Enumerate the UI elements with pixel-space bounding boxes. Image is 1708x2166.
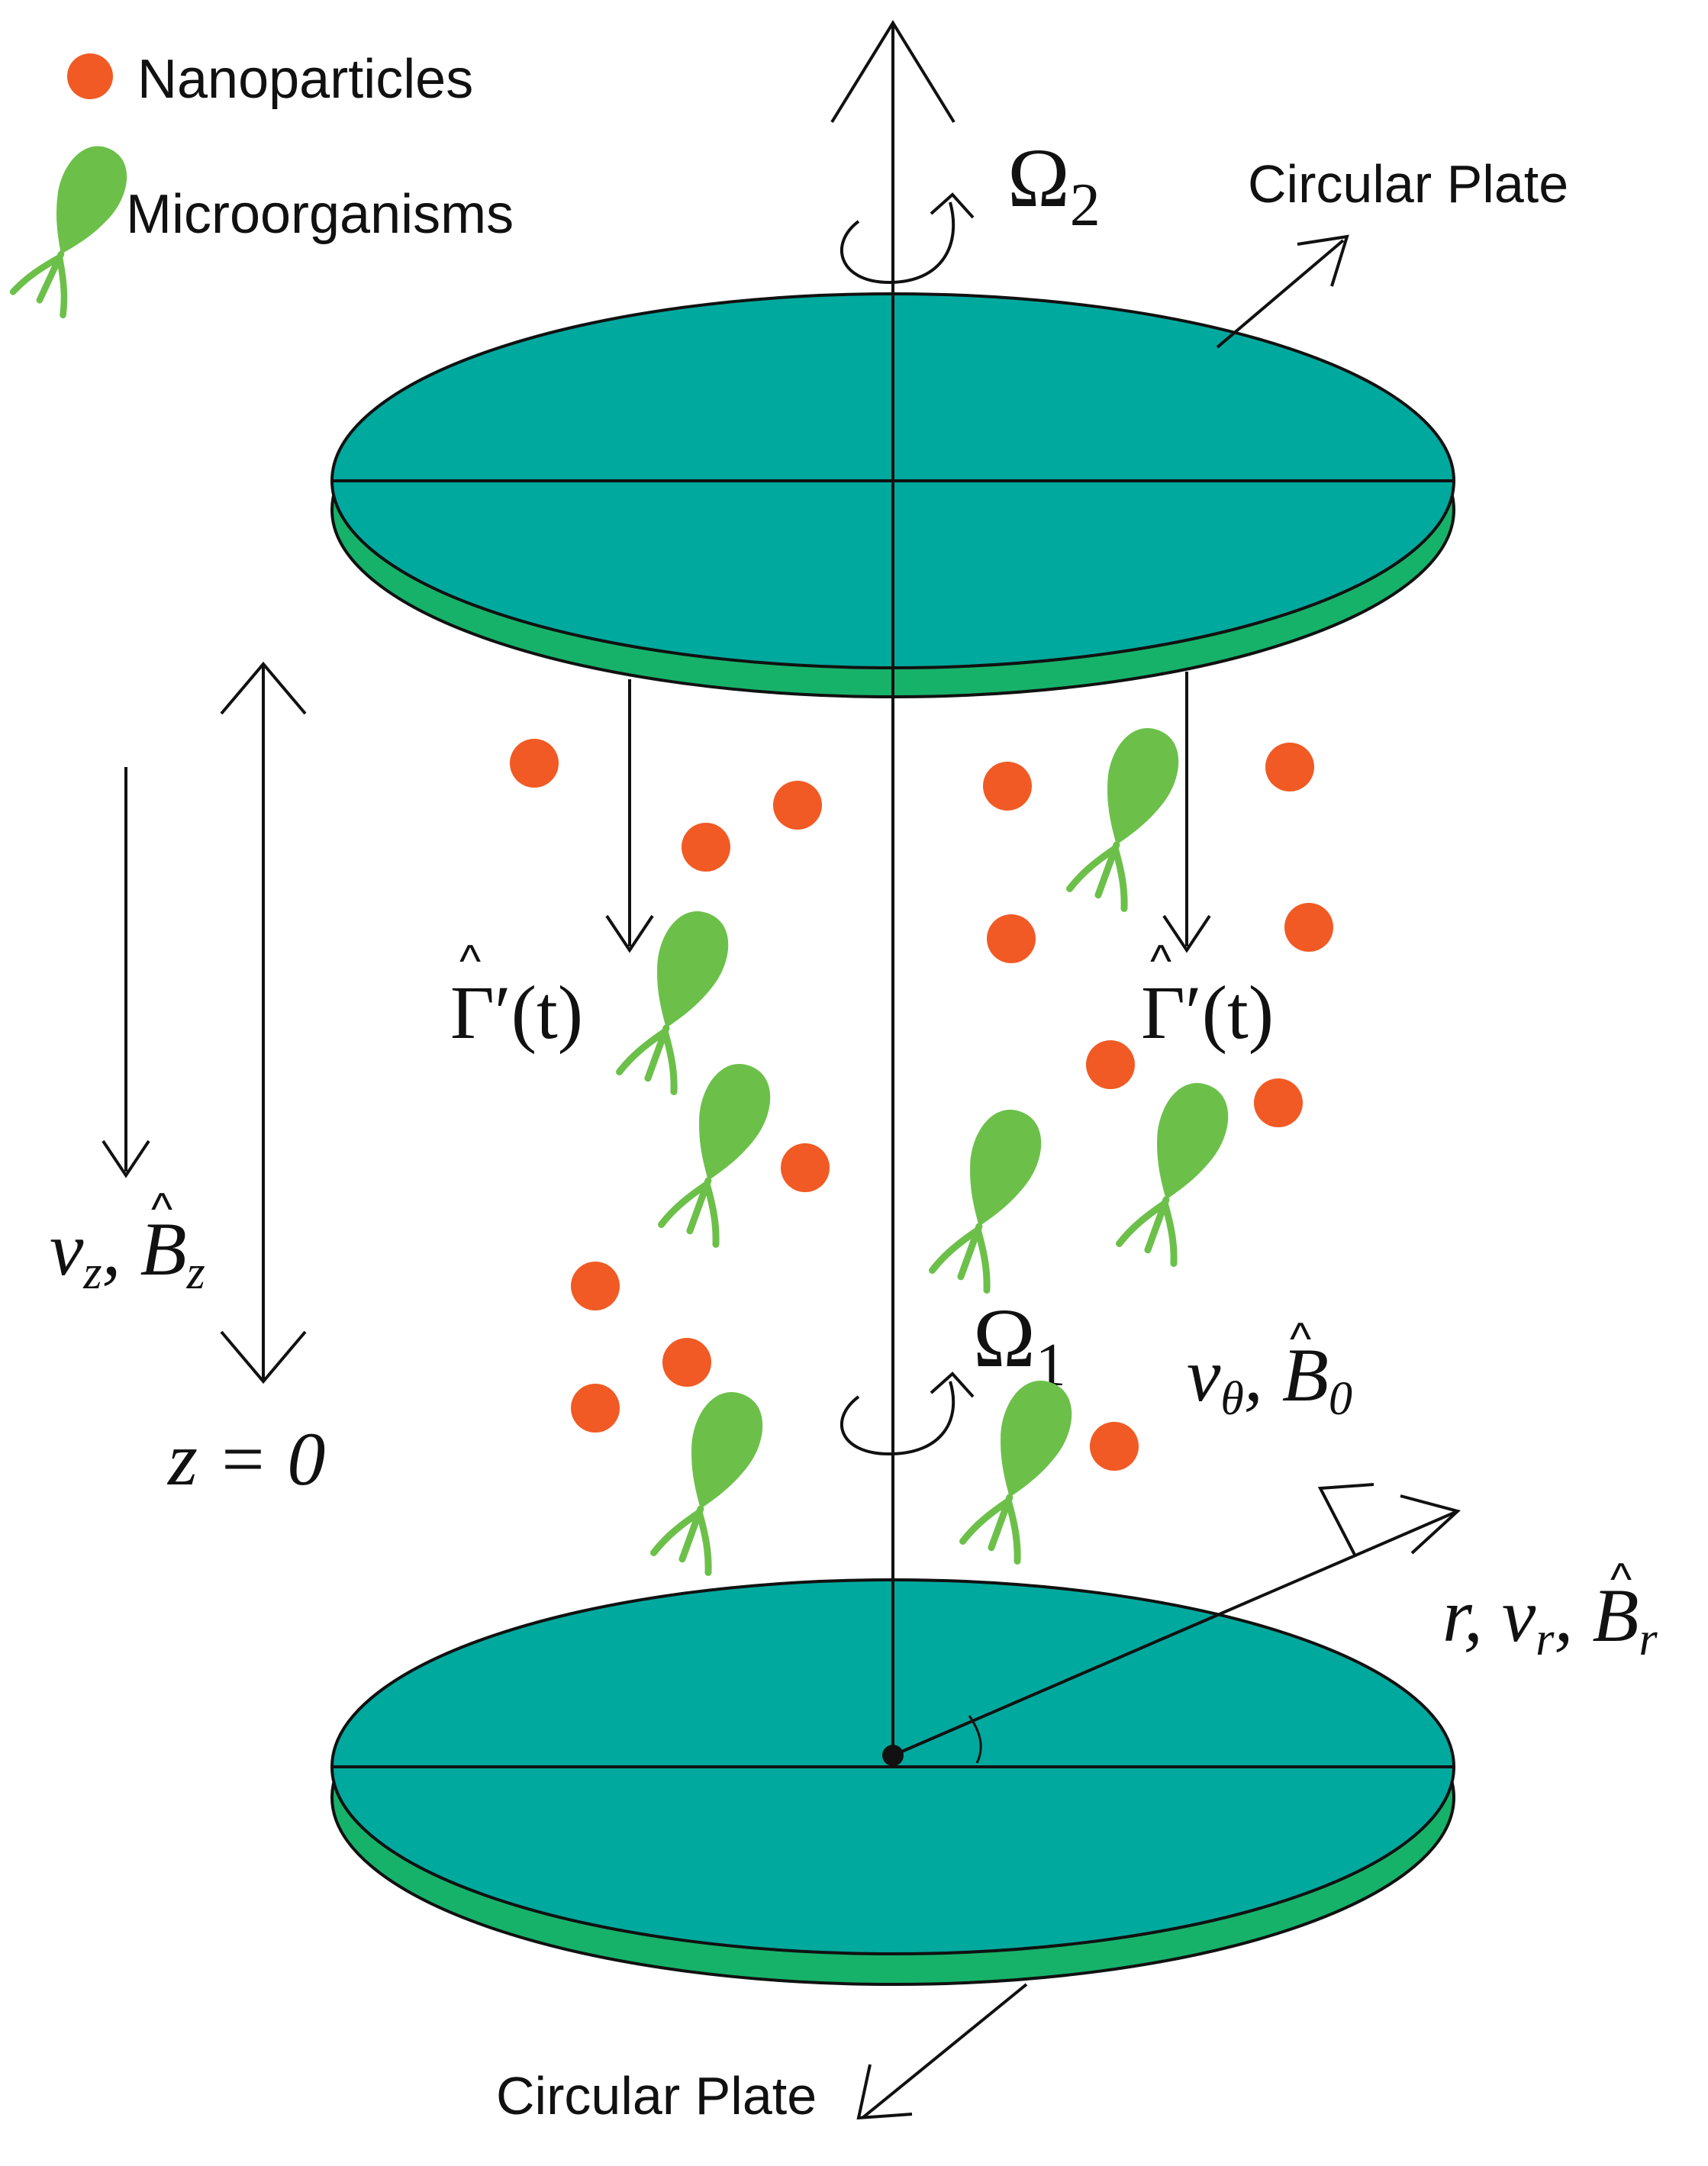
radial-label: r, vr, Br [1442,1573,1658,1665]
nanoparticle [1284,903,1333,952]
azimuthal-velocity-label: vθ, B0 [1187,1333,1352,1425]
nanoparticle [510,739,559,788]
rotation-axis-arrow [830,20,956,1766]
omega-1-rotation-arrow [839,1371,975,1456]
microorganisms-legend-label: Microorganisms [126,184,514,245]
radial-direction-arrow [892,1483,1461,1764]
nanoparticle [1265,743,1314,791]
microorganism [959,1371,1082,1563]
nanoparticle [682,823,730,872]
microorganism [615,902,739,1094]
omega-2-label: Ω2 [1007,131,1101,239]
nanoparticle [571,1384,620,1433]
microorganism [649,1383,773,1575]
top-plate-label: Circular Plate [1248,154,1568,214]
nanoparticle [781,1143,830,1192]
nanoparticle [662,1338,711,1387]
gamma-left-hat: ^ [459,936,481,987]
microorganism-legend-icon [9,136,138,317]
nanoparticles [510,739,1333,1471]
radial-B-hat: ^ [1610,1554,1632,1605]
axial-B-hat: ^ [151,1184,172,1235]
gamma-right-hat: ^ [1150,936,1171,987]
nanoparticle [1086,1040,1135,1089]
nanoparticle [773,781,822,830]
omega-2-rotation-arrow [839,192,975,285]
top-plate-pointer-arrow [1216,234,1349,349]
axial-velocity-label: vz, Bz [50,1207,205,1299]
nanoparticle [571,1262,620,1310]
legend: Nanoparticles Microorganisms [9,49,514,317]
gamma-right-arrow [1162,672,1211,953]
microorganism [1065,719,1189,911]
nanoparticle [1254,1078,1303,1127]
gamma-right-label: Γ′(t) [1141,970,1274,1055]
nanoparticle [983,762,1032,811]
axial-velocity-arrow [102,767,150,1178]
microorganism [1115,1074,1239,1265]
gap-double-arrow [220,661,307,1384]
nanoparticles-legend-label: Nanoparticles [137,49,473,110]
gamma-left-arrow [605,679,654,953]
nanoparticle [1090,1422,1139,1471]
bottom-plate-pointer-arrow [856,1983,1028,2120]
omega-1-label: Ω1 [973,1291,1066,1399]
nanoparticle-legend-icon [67,53,113,99]
microorganism [928,1101,1052,1292]
gamma-left-label: Γ′(t) [450,970,583,1055]
nanoparticle [987,914,1036,963]
azimuthal-B-hat: ^ [1290,1313,1311,1365]
z-origin-label: z = 0 [166,1417,325,1501]
bottom-plate-label: Circular Plate [496,2066,817,2126]
